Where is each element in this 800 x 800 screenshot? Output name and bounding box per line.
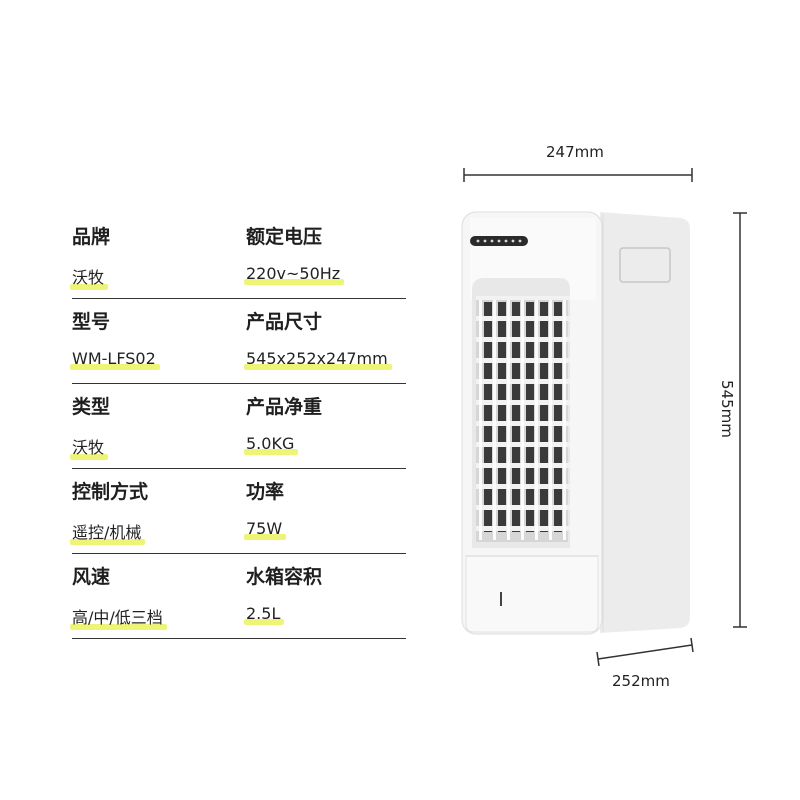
dimension-line-height — [733, 212, 747, 628]
spec-value: 5.0KG — [243, 434, 299, 455]
spec-value: 遥控/机械 — [69, 519, 146, 545]
spec-row: 类型 产品净重沃牧 5.0KG — [69, 384, 406, 469]
dimension-line-depth — [596, 637, 694, 667]
spec-label: 产品尺寸 — [246, 311, 323, 333]
air-outlet-grille — [472, 278, 570, 548]
spec-value: 沃牧 — [69, 264, 109, 290]
spec-row: 控制方式 功率遥控/机械 75W — [69, 469, 406, 554]
spec-label: 额定电压 — [246, 226, 323, 248]
spec-label: 功率 — [246, 481, 285, 503]
spec-label: 控制方式 — [72, 481, 149, 503]
spec-label: 型号 — [72, 311, 111, 333]
spec-value: 高/中/低三档 — [70, 604, 167, 630]
spec-value: 75W — [243, 519, 287, 540]
spec-value: WM-LFS02 — [70, 349, 160, 370]
cooler-side-panel — [600, 212, 690, 633]
water-level-indicator — [500, 592, 502, 606]
height-dimension-label: 545mm — [718, 380, 736, 438]
spec-value: 沃牧 — [69, 434, 109, 460]
spec-table: 品牌 额定电压沃牧 220v~50Hz 型号 产品尺寸 WM-LFS02 545x252x2… — [69, 214, 406, 639]
water-tank — [465, 555, 599, 633]
depth-dimension-label: 252mm — [612, 672, 670, 690]
spec-label: 风速 — [72, 566, 111, 588]
control-panel — [470, 236, 528, 246]
spec-row: 型号 产品尺寸 WM-LFS02 545x252x247mm — [70, 299, 406, 384]
width-dimension-label: 247mm — [546, 143, 604, 161]
dimension-line-width — [463, 168, 693, 182]
spec-value: 220v~50Hz — [243, 264, 345, 285]
spec-label: 品牌 — [72, 226, 111, 248]
spec-value: 2.5L — [243, 604, 285, 625]
spec-row: 风速 水箱容积高/中/低三档 2.5L — [70, 554, 406, 639]
spec-value: 545x252x247mm — [244, 349, 392, 370]
spec-row: 品牌 额定电压沃牧 220v~50Hz — [69, 214, 406, 299]
spec-label: 水箱容积 — [246, 566, 323, 588]
spec-label: 类型 — [72, 396, 111, 418]
spec-label: 产品净重 — [246, 396, 323, 418]
